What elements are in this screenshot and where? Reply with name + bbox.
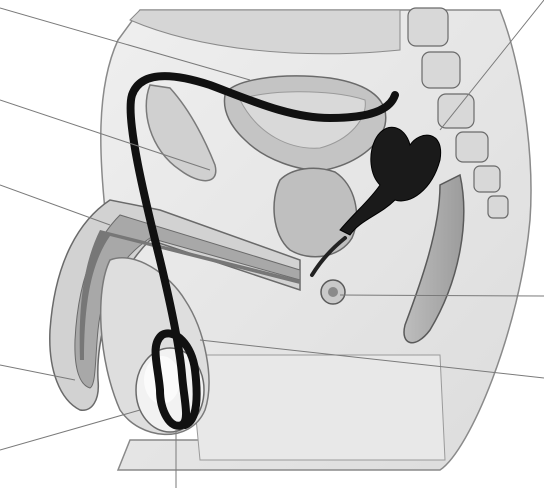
lower-trunk	[190, 355, 445, 460]
leader-line-testis	[0, 410, 140, 450]
prostate	[274, 168, 357, 256]
leader-line-urethra	[0, 185, 110, 225]
bulbourethral-gland-core	[328, 287, 338, 297]
